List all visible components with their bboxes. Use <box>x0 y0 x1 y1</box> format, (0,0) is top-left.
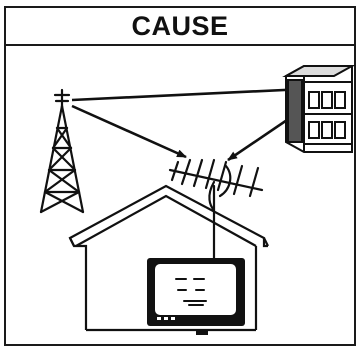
reflected-signal-arrow <box>228 118 290 160</box>
building-icon <box>286 66 352 152</box>
tv-antenna-icon <box>170 160 262 258</box>
signal-arrows <box>72 89 305 160</box>
tv-icon <box>147 258 245 326</box>
direct-signal-arrow <box>72 89 305 100</box>
direct-to-antenna-arrow <box>72 106 186 157</box>
